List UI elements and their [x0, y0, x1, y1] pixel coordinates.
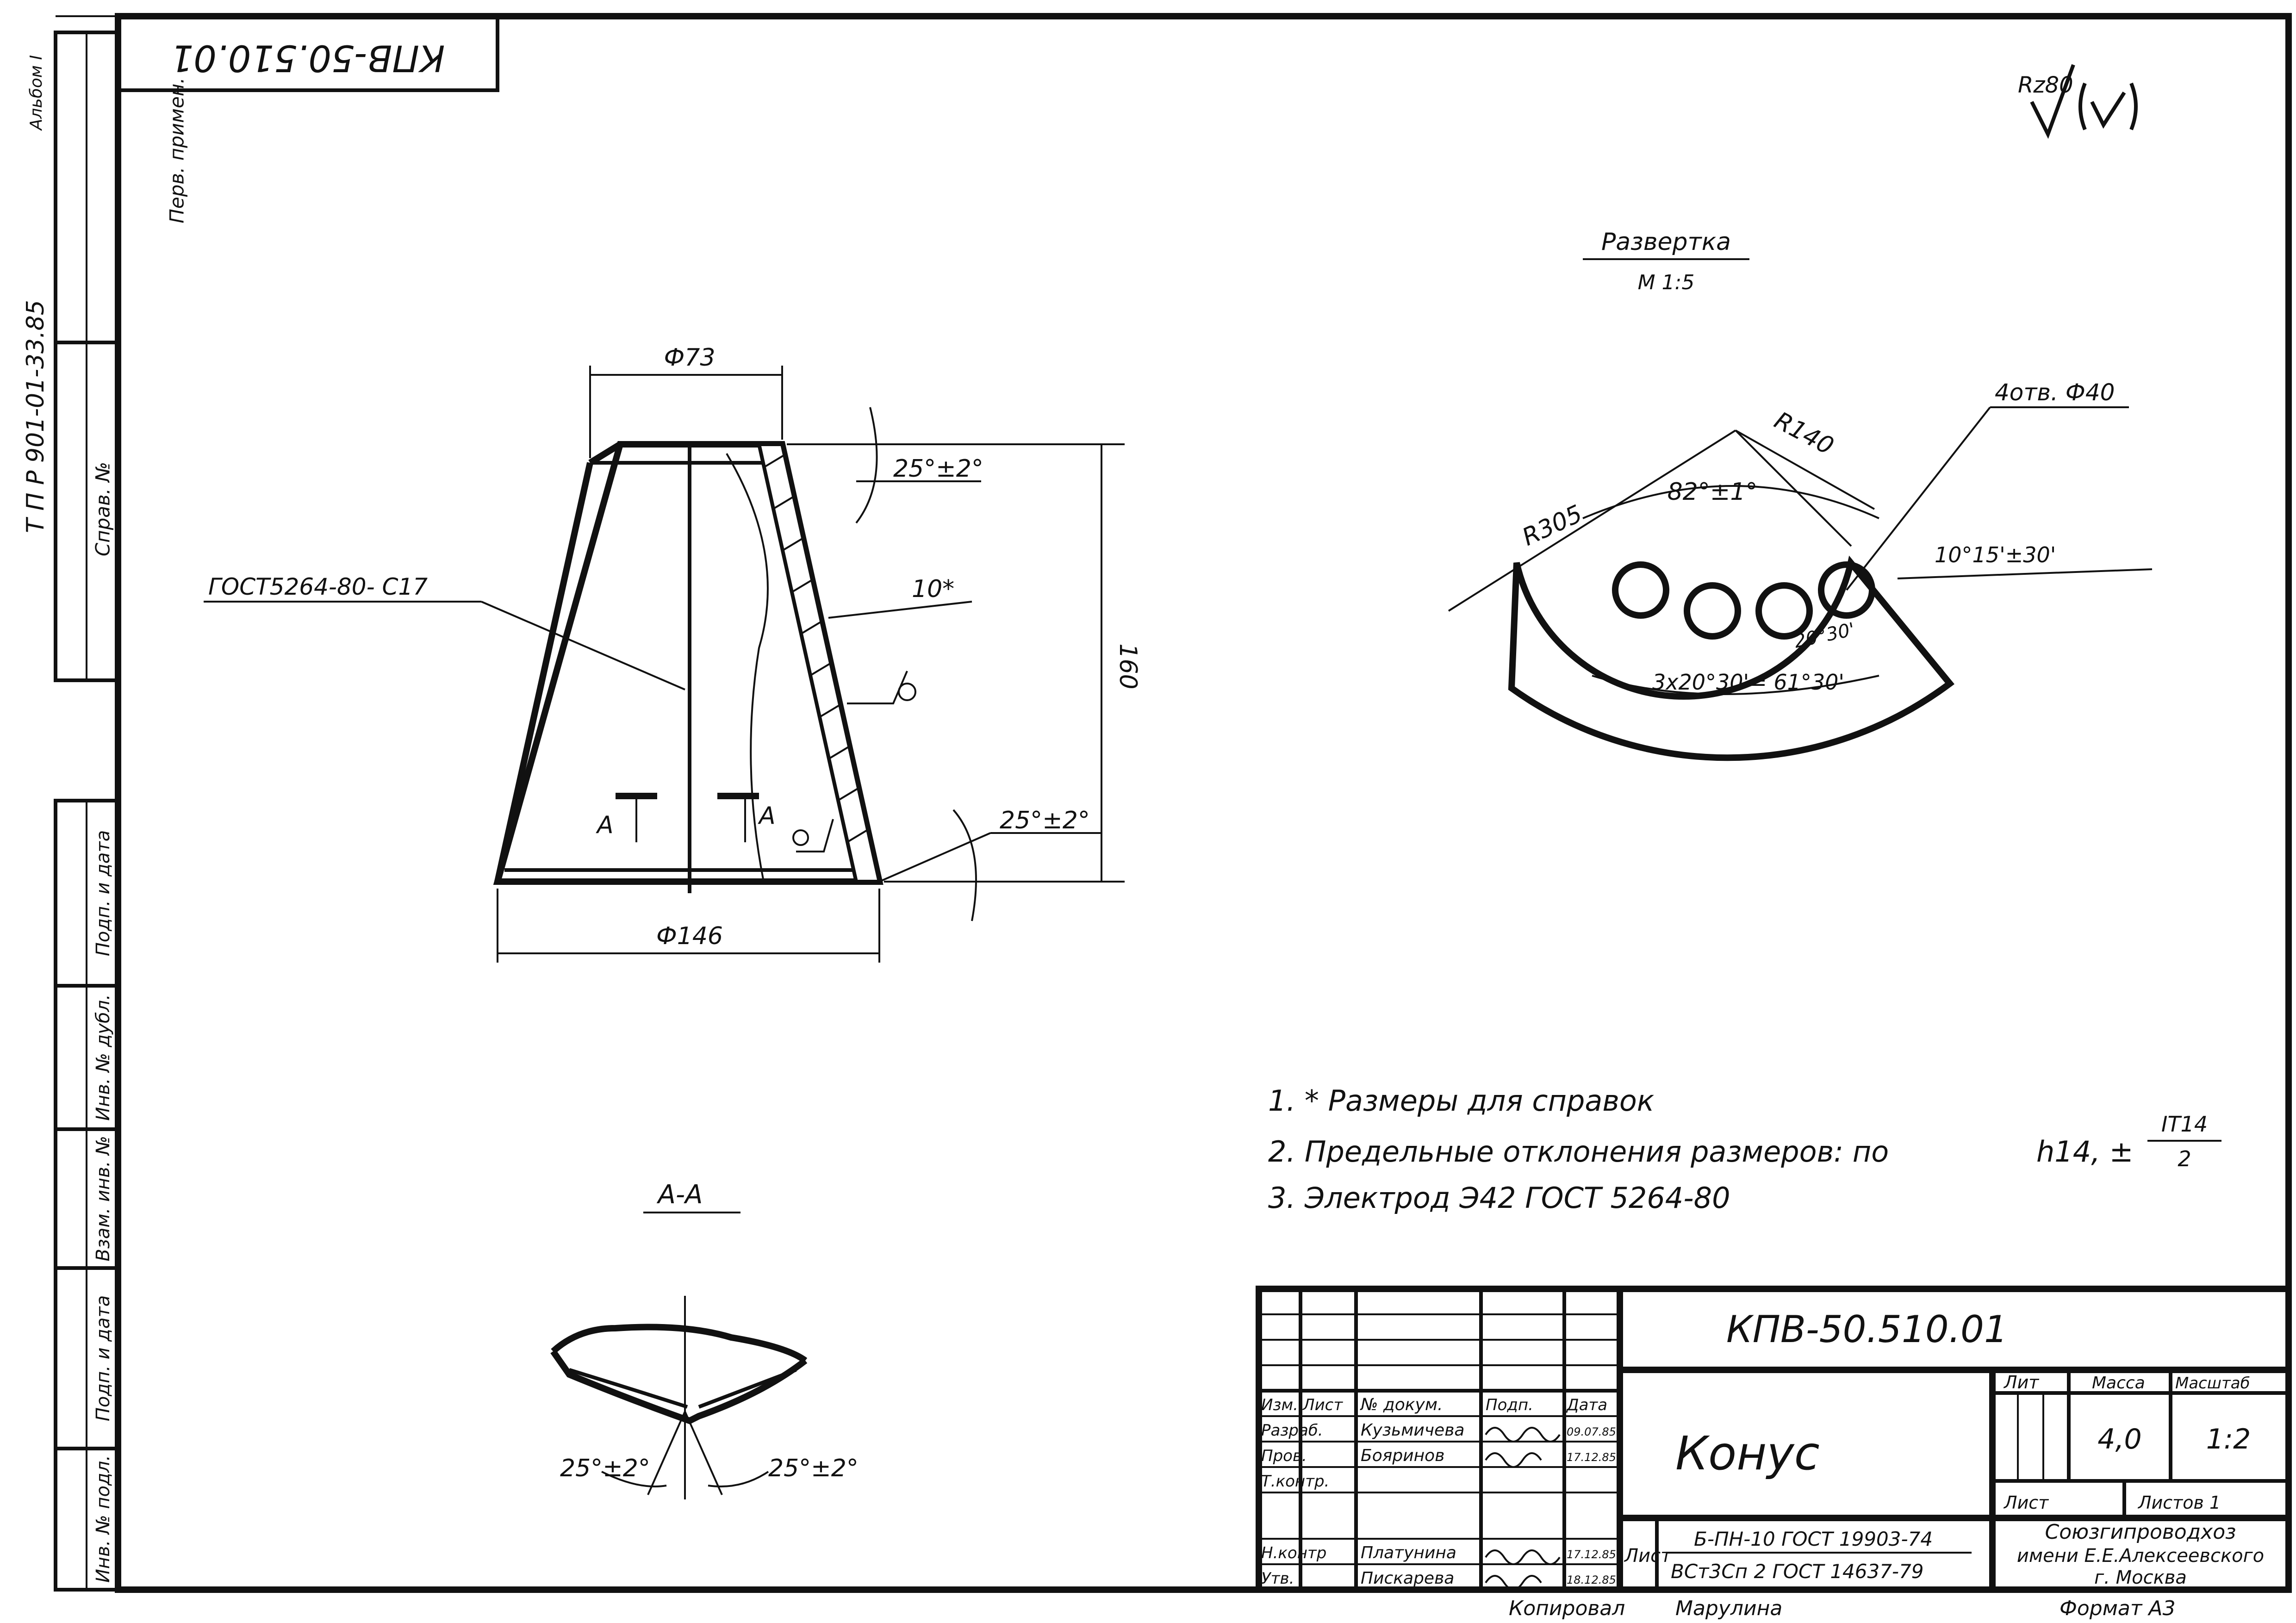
tolerance-numerator: IT14	[2161, 1112, 2208, 1137]
sheet-label: Лист	[2003, 1492, 2049, 1513]
album-label: Альбом I	[27, 55, 46, 131]
weld-symbol-2-icon	[796, 819, 834, 852]
angle-top: 25°±2°	[893, 455, 983, 483]
orig-inv-label: Инв. № подл.	[93, 1455, 114, 1583]
unfold-hole-2	[1684, 582, 1741, 640]
tb-row-checker-date: 17.12.85	[1567, 1451, 1616, 1464]
unfold-inner-radius: R140	[1770, 407, 1838, 461]
signature-ncontrol	[1485, 1549, 1561, 1565]
left-side-stamp: Перв. примен. Справ. № Т П Р 901-01-33.8…	[22, 31, 188, 1592]
section-angle-right: 25°±2°	[768, 1455, 859, 1482]
unfold-outer-radius: R305	[1518, 500, 1587, 552]
replace-inv-label: Взам. инв. №	[93, 1136, 114, 1262]
reference-label: Справ. №	[92, 462, 114, 556]
weld-callout: ГОСТ5264-80- С17	[208, 573, 428, 600]
dim-height: 160	[1114, 643, 1142, 689]
dim-bottom-diameter: Ф146	[656, 922, 723, 950]
mass-value: 4,0	[2097, 1423, 2141, 1455]
lit-header: Лит	[2003, 1372, 2040, 1393]
signature-approver	[1485, 1575, 1542, 1591]
tb-row-checker-name: Бояринов	[1361, 1446, 1444, 1465]
tb-header-sign: Подп.	[1486, 1396, 1533, 1414]
weld-symbol-icon	[847, 671, 908, 704]
material-line1: Б-ПН-10 ГОСТ 19903-74	[1694, 1528, 1933, 1550]
note-2: 2. Предельные отклонения размеров: по	[1268, 1135, 1889, 1169]
roughness-symbol: Rz80	[2018, 64, 2138, 139]
tb-header-change: Изм.	[1261, 1396, 1298, 1414]
tolerance-base: h14, ±	[2036, 1135, 2134, 1169]
tb-row-developer-date: 09.07.85	[1567, 1425, 1616, 1438]
org-line3: г. Москва	[2094, 1567, 2187, 1588]
material-line2: ВСт3Сп 2 ГОСТ 14637-79	[1671, 1560, 1924, 1583]
unfold-hole-4	[1818, 561, 1875, 619]
title-block: Изм. Лист № докум. Подп. Дата Разраб. Ку…	[1256, 1286, 2292, 1593]
rotated-drawing-code: КПВ-50.510.01	[171, 37, 445, 79]
dup-inv-label: Инв. № дубл.	[93, 994, 114, 1121]
cone-main-view: А А Ф73 Ф146 160 25°±2° 25°±2° ГОСТ5264-…	[204, 344, 1142, 963]
tb-row-approver-date: 18.12.85	[1567, 1573, 1616, 1586]
tb-row-approver-name: Пискарева	[1361, 1569, 1454, 1588]
unfold-hole-total: 3х20°30'= 61°30'	[1652, 670, 1844, 695]
notes: 1. * Размеры для справок 2. Предельные о…	[1268, 1084, 2221, 1215]
tb-header-date: Дата	[1566, 1396, 1607, 1414]
tb-row-developer-role: Разраб.	[1261, 1421, 1323, 1440]
org-line2: имени Е.Е.Алексеевского	[2017, 1545, 2264, 1567]
unfold-angle: 82°±1°	[1668, 478, 1758, 506]
scale-value: 1:2	[2206, 1423, 2251, 1455]
unfold-view: Развертка М 1:5 82°±1° R305 R140 4отв. Ф…	[1448, 228, 2153, 761]
unfold-hole-offset: 10°15'±30'	[1935, 542, 2056, 567]
cut-mark-right: А	[758, 802, 776, 830]
cone-wall-section	[757, 442, 882, 883]
section-view: А-А 25°±2° 25°±2°	[550, 1180, 859, 1499]
copied-label: Копировал	[1509, 1597, 1625, 1620]
tb-row-ncontrol-date: 17.12.85	[1567, 1548, 1616, 1561]
section-angle-left: 25°±2°	[560, 1455, 650, 1482]
tolerance-denominator: 2	[2178, 1146, 2191, 1171]
tb-row-ncontrol-role: Н.контр	[1261, 1544, 1326, 1562]
tb-row-tcontrol-role: Т.контр.	[1261, 1472, 1329, 1491]
tb-row-approver-role: Утв.	[1261, 1569, 1294, 1588]
cut-mark-left: А	[596, 811, 614, 839]
tb-header-sheet: Лист	[1302, 1396, 1343, 1414]
scale-header: Масштаб	[2175, 1374, 2250, 1393]
unfold-sector	[1508, 555, 1955, 761]
tb-row-ncontrol-name: Платунина	[1361, 1543, 1456, 1562]
sheets-count: Листов 1	[2137, 1492, 2221, 1513]
org-line1: Союзгипроводхоз	[2045, 1520, 2236, 1544]
unfold-hole-1	[1612, 561, 1669, 619]
sign-date-label: Подп. и дата	[93, 830, 114, 956]
first-use-label: Перв. примен.	[166, 77, 188, 223]
format-label: Формат А3	[2060, 1597, 2176, 1620]
signature-developer	[1485, 1427, 1561, 1443]
mass-header: Масса	[2092, 1374, 2145, 1393]
project-number: Т П Р 901-01-33.85	[22, 300, 50, 533]
dim-top-diameter: Ф73	[664, 344, 716, 372]
wall-thickness: 10*	[912, 575, 954, 603]
note-1: 1. * Размеры для справок	[1268, 1084, 1655, 1118]
sign-date2-label: Подп. и дата	[93, 1295, 114, 1421]
section-title: А-А	[657, 1180, 703, 1210]
angle-bottom: 25°±2°	[1000, 807, 1090, 834]
material-label: Лист	[1624, 1545, 1672, 1567]
unfold-holes-callout: 4отв. Ф40	[1995, 379, 2115, 406]
tb-row-checker-role: Пров.	[1261, 1447, 1307, 1465]
drawing-frame	[115, 13, 2292, 1593]
tb-header-doc: № докум.	[1360, 1395, 1443, 1414]
copied-by: Марулина	[1675, 1597, 1782, 1620]
drawing-code: КПВ-50.510.01	[1726, 1308, 2008, 1351]
note-3: 3. Электрод Э42 ГОСТ 5264-80	[1268, 1181, 1730, 1215]
tb-row-developer-name: Кузьмичева	[1361, 1421, 1464, 1440]
unfold-title: Развертка	[1601, 228, 1731, 256]
unfold-scale: М 1:5	[1638, 271, 1695, 294]
unfold-hole-3	[1755, 582, 1813, 640]
signature-checker	[1485, 1452, 1542, 1468]
part-title: Конус	[1675, 1426, 1820, 1480]
